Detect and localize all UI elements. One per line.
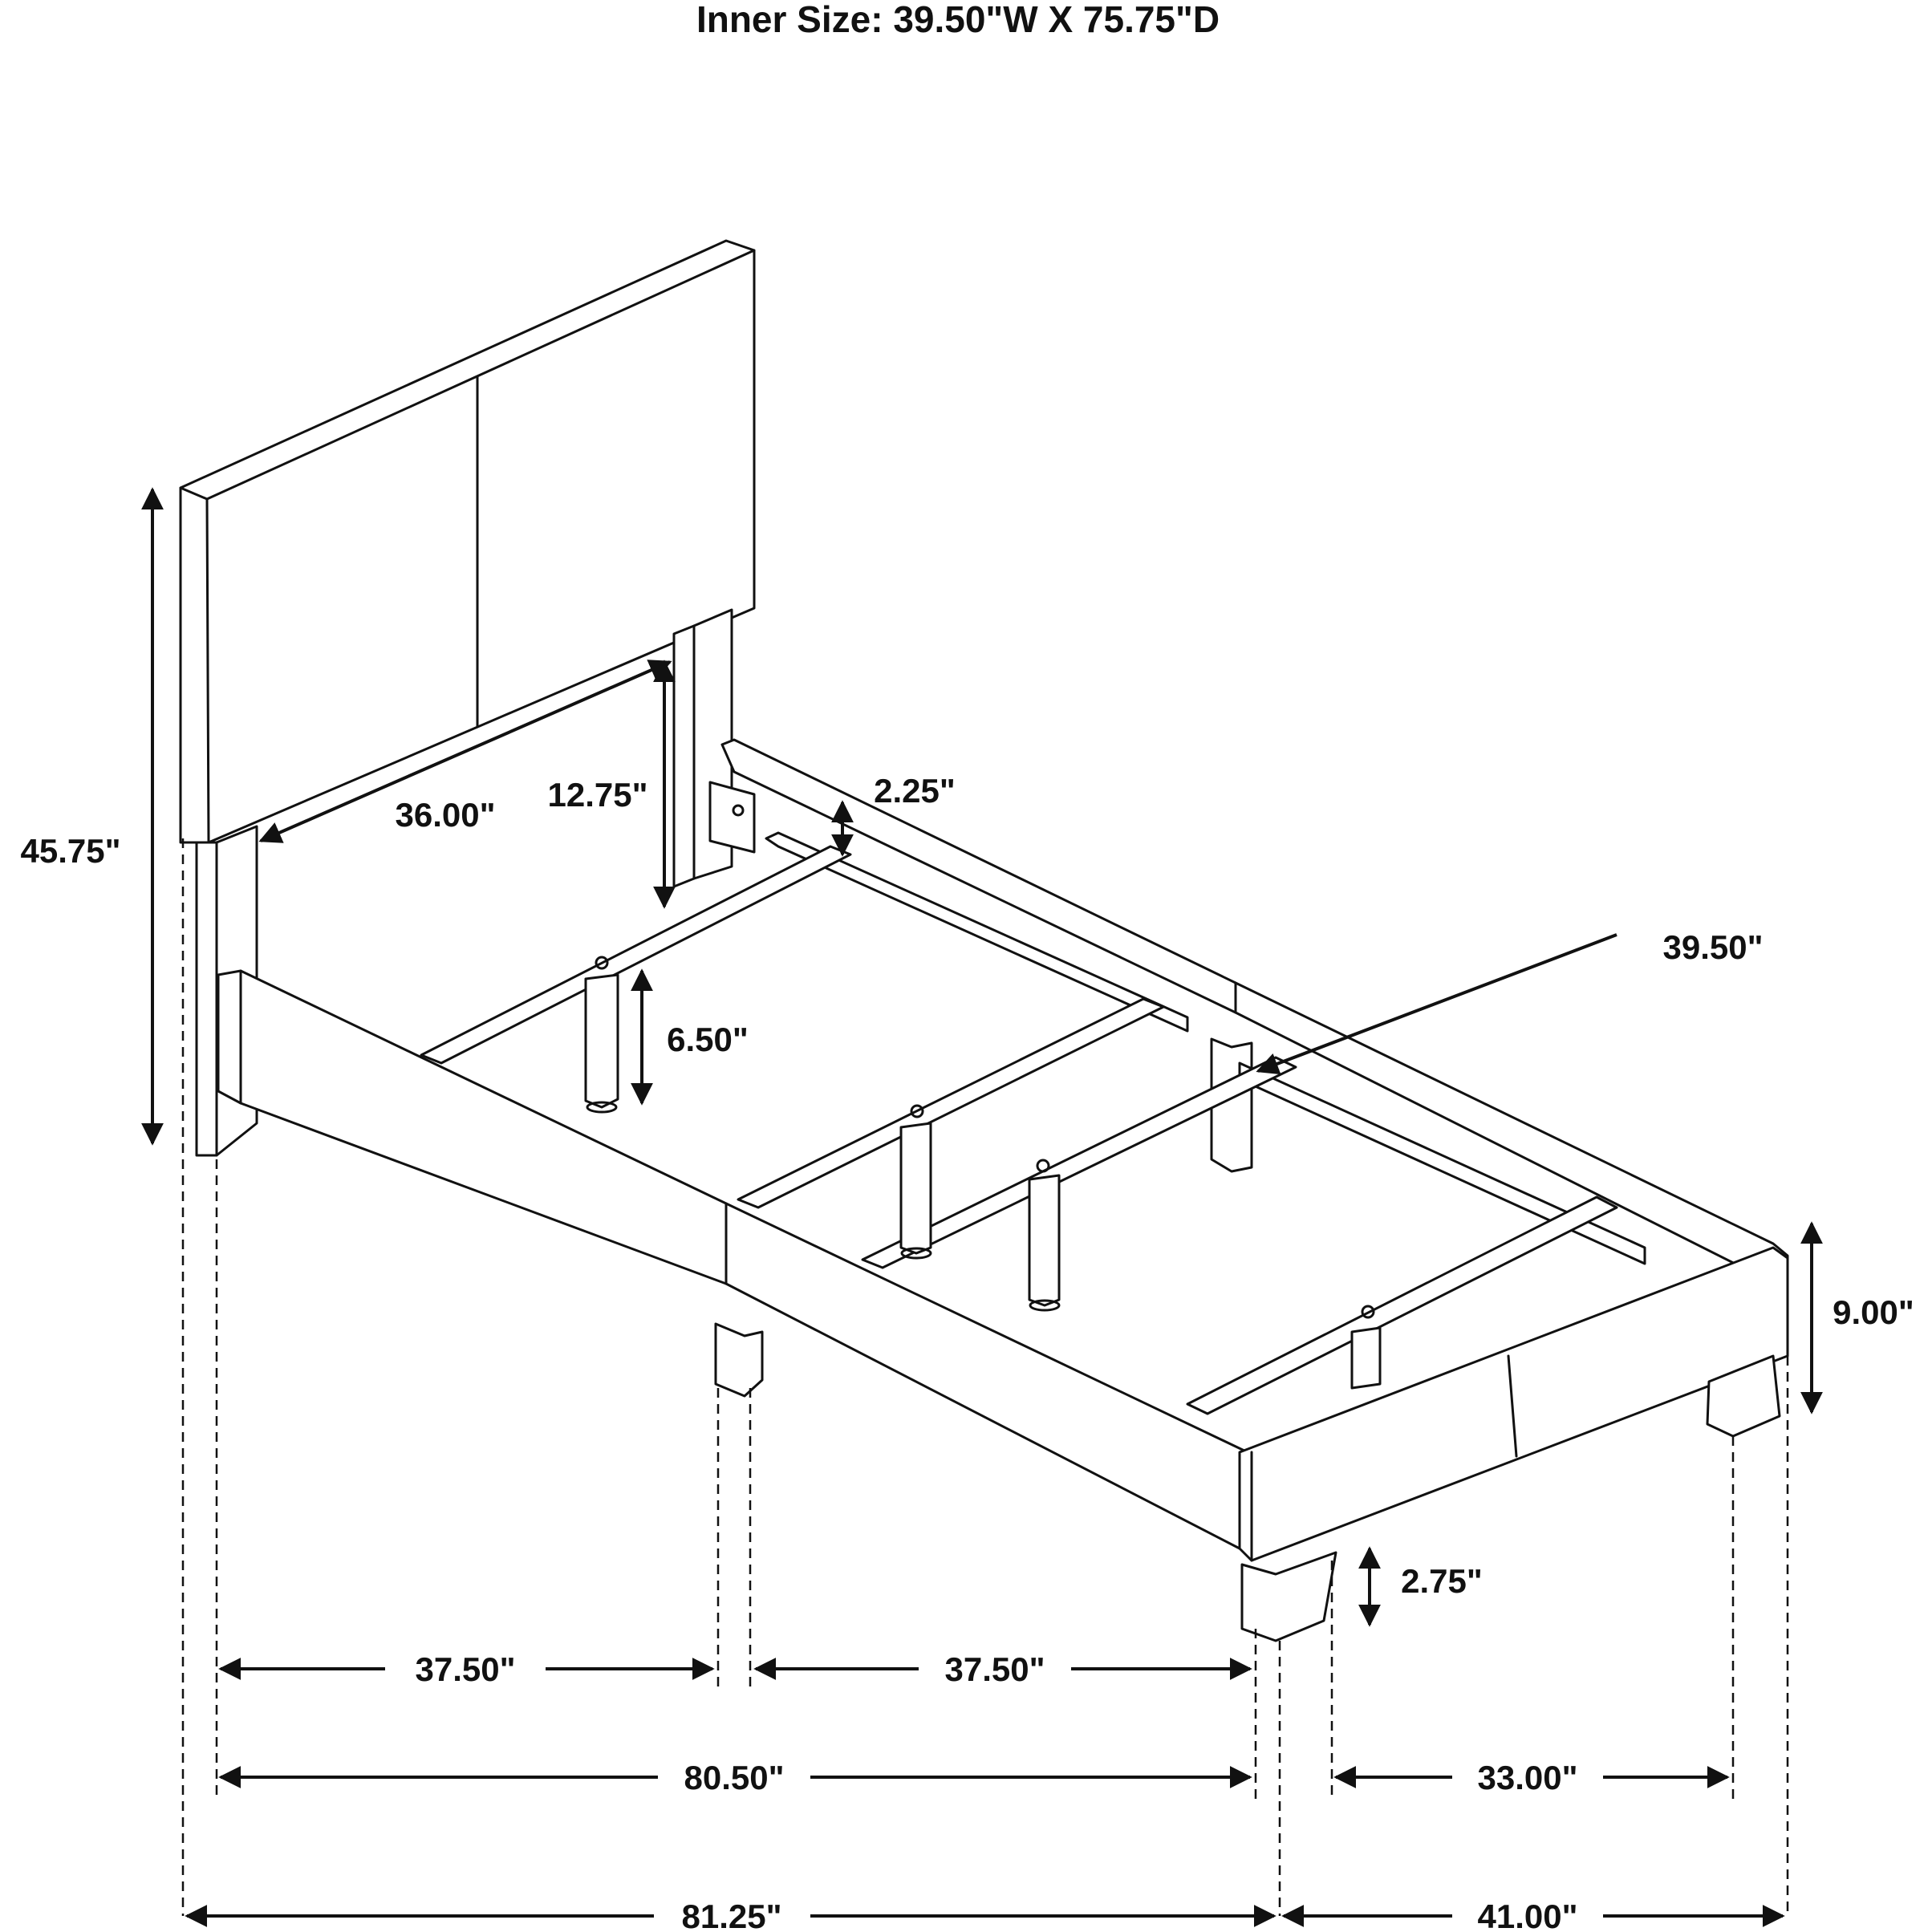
extension-lines: [181, 838, 1789, 1916]
footboard: [1238, 1246, 1789, 1562]
overall-length-label: 81.25": [681, 1898, 781, 1932]
leg-height-label: 2.75": [1401, 1562, 1483, 1600]
left-side-rail: [217, 969, 1337, 1642]
overall-width-label: 41.00": [1477, 1898, 1577, 1932]
dimension-labels: 45.75" 36.00" 12.75" 2.25" 39.50" 6.50" …: [20, 772, 1914, 1932]
slats: [420, 845, 1618, 1415]
half-length-right-label: 37.50": [944, 1650, 1045, 1688]
diagram-title: Inner Size: 39.50"W X 75.75"D: [696, 0, 1220, 40]
slat-width-label: 39.50": [1662, 928, 1763, 966]
headboard-width-label: 36.00": [395, 796, 495, 834]
overall-height-label: 45.75": [20, 832, 120, 870]
leg-clearance-label: 6.50": [667, 1021, 749, 1058]
center-rail: [765, 831, 1646, 1265]
support-legs: [584, 973, 1382, 1390]
right-side-rail: [708, 738, 1789, 1292]
footboard-height-label: 9.00": [1833, 1293, 1914, 1331]
half-length-left-label: 37.50": [415, 1650, 515, 1688]
leg-spacing-width-label: 33.00": [1477, 1759, 1577, 1796]
rail-height-label: 2.25": [874, 772, 956, 810]
rail-length-label: 80.50": [684, 1759, 784, 1796]
dimension-arrows: [141, 487, 1823, 1927]
headboard-gap-label: 12.75": [547, 776, 647, 814]
bed-drawing: [179, 239, 1789, 1642]
